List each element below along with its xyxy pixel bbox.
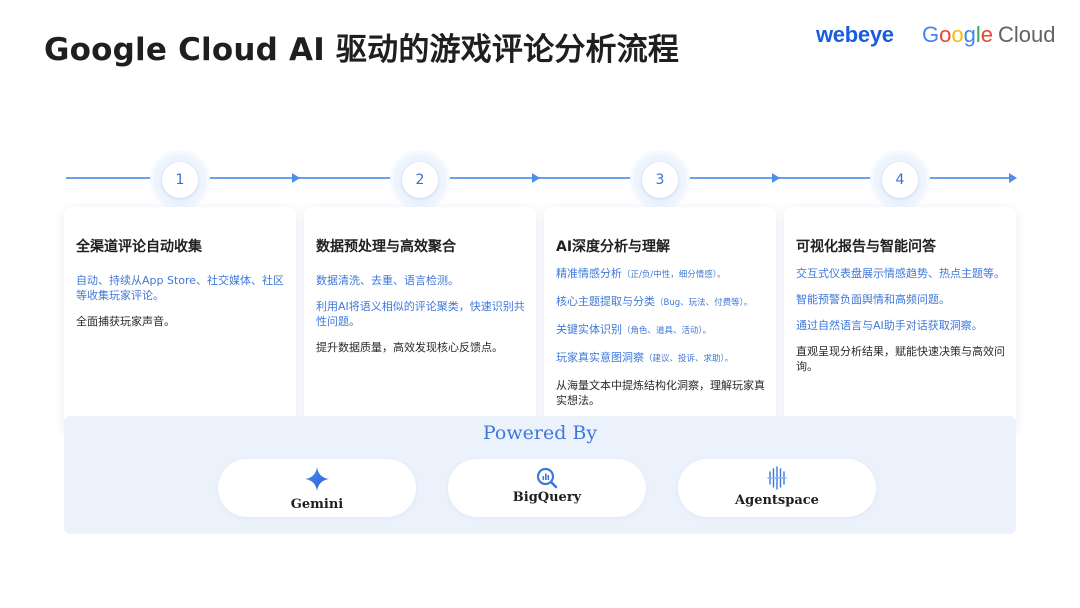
step-2-number: 2 [402, 162, 438, 198]
bigquery-icon [536, 467, 558, 489]
step-2-marker: 2 [394, 154, 446, 206]
agentspace-pill: Agentspace [678, 459, 876, 517]
step-card-3: AI深度分析与理解 精准情感分析（正/负/中性，细分情感）。 核心主题提取与分类… [544, 207, 776, 432]
step-4-number: 4 [882, 162, 918, 198]
step-title: AI深度分析与理解 [556, 239, 671, 255]
step-point-main: 精准情感分析 [556, 267, 622, 280]
webeye-logo: webeye [816, 22, 894, 47]
bigquery-pill: BigQuery [448, 459, 646, 517]
agentspace-label: Agentspace [735, 493, 819, 508]
step-title: 数据预处理与高效聚合 [316, 239, 456, 255]
step-point-main: 核心主题提取与分类 [556, 295, 655, 308]
step-point-note: （建议、投诉、求助）。 [644, 354, 734, 364]
step-point-main: 玩家真实意图洞察 [556, 351, 644, 364]
step-title: 全渠道评论自动收集 [76, 239, 202, 255]
step-summary: 提升数据质量，高效发现核心反馈点。 [316, 341, 503, 354]
gemini-sparkle-icon [305, 467, 329, 491]
step-point: 关键实体识别（角色、道具、活动）。 [556, 322, 768, 339]
step-1-number: 1 [162, 162, 198, 198]
step-card-4: 可视化报告与智能问答 交互式仪表盘展示情感趋势、热点主题等。 智能预警负面舆情和… [784, 207, 1016, 432]
step-point: 核心主题提取与分类（Bug、玩法、付费等）。 [556, 294, 768, 311]
gemini-pill: Gemini [218, 459, 416, 517]
step-card-2: 数据预处理与高效聚合 数据清洗、去重、语言检测。 利用AI将语义相似的评论聚类，… [304, 207, 536, 432]
step-point-note: （角色、道具、活动）。 [622, 326, 712, 336]
step-point: 智能预警负面舆情和高频问题。 [796, 293, 950, 306]
step-point: 自动、持续从App Store、社交媒体、社区等收集玩家评论。 [76, 274, 285, 302]
timeline-arrow-end-icon [1009, 173, 1017, 183]
step-summary: 直观呈现分析结果，赋能快速决策与高效问询。 [796, 345, 1005, 373]
step-summary: 全面捕获玩家声音。 [76, 315, 175, 328]
step-point: 玩家真实意图洞察（建议、投诉、求助）。 [556, 350, 768, 367]
step-card-1: 全渠道评论自动收集 自动、持续从App Store、社交媒体、社区等收集玩家评论… [64, 207, 296, 432]
step-point: 利用AI将语义相似的评论聚类，快速识别共性问题。 [316, 300, 525, 328]
step-point-main: 关键实体识别 [556, 323, 622, 336]
timeline-arrow-2-icon [532, 173, 540, 183]
step-summary: 从海量文本中提炼结构化洞察，理解玩家真实想法。 [556, 379, 765, 407]
step-1-marker: 1 [154, 154, 206, 206]
agentspace-icon [767, 466, 787, 490]
timeline-arrow-1-icon [292, 173, 300, 183]
powered-by-panel: Powered By Gemini BigQuery [64, 416, 1016, 534]
step-point: 精准情感分析（正/负/中性，细分情感）。 [556, 266, 768, 283]
step-point: 数据清洗、去重、语言检测。 [316, 274, 459, 287]
step-point-note: （正/负/中性，细分情感）。 [622, 270, 726, 280]
bigquery-label: BigQuery [512, 490, 582, 505]
step-3-marker: 3 [634, 154, 686, 206]
step-point: 交互式仪表盘展示情感趋势、热点主题等。 [796, 267, 1005, 280]
step-point: 通过自然语言与AI助手对话获取洞察。 [796, 319, 983, 332]
step-title: 可视化报告与智能问答 [796, 239, 936, 255]
timeline-arrow-3-icon [772, 173, 780, 183]
step-3-number: 3 [642, 162, 678, 198]
step-point-note: （Bug、玩法、付费等）。 [655, 298, 753, 308]
powered-by-title: Powered By [482, 422, 598, 444]
gemini-label: Gemini [290, 497, 344, 512]
cloud-logo-text: Cloud [998, 22, 1056, 47]
google-logo-text: Google [922, 22, 994, 47]
page-title: Google Cloud AI 驱动的游戏评论分析流程 [44, 32, 680, 68]
step-4-marker: 4 [874, 154, 926, 206]
